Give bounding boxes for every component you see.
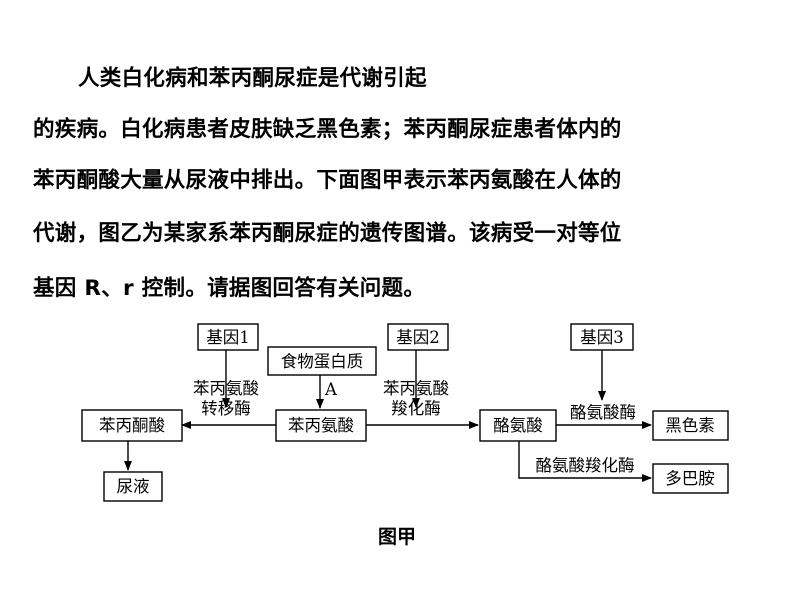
question-line-2: 的疾病。白化病患者皮肤缺乏黑色素；苯丙酮尿症患者体内的: [33, 117, 622, 142]
node-food-protein: 食物蛋白质: [267, 346, 377, 376]
node-gene1-label: 基因1: [206, 328, 250, 347]
node-food-protein-label: 食物蛋白质: [281, 352, 364, 371]
question-line-5: 基因 R、r 控制。请据图回答有关问题。: [33, 276, 426, 301]
edge-label-transaminase-1: 苯丙氨酸: [193, 379, 260, 398]
node-gene1: 基因1: [197, 323, 259, 351]
question-line-1: 人类白化病和苯丙酮尿症是代谢引起: [78, 66, 427, 91]
edge-label-a: A: [324, 380, 338, 399]
diagram-caption: 图甲: [378, 526, 416, 548]
node-melanin-label: 黑色素: [665, 416, 715, 435]
node-gene2-label: 基因2: [396, 328, 440, 347]
node-dopamine: 多巴胺: [652, 463, 729, 494]
node-urine: 尿液: [103, 471, 163, 502]
arrow-tyrosine-to-dopamine: [518, 441, 652, 482]
edge-label-hydroxylase-2: 羧化酶: [391, 399, 441, 418]
question-line-4: 代谢，图乙为某家系苯丙酮尿症的遗传图谱。该病受一对等位: [33, 221, 622, 246]
question-line-3: 苯丙酮酸大量从尿液中排出。下面图甲表示苯丙氨酸在人体的: [33, 168, 622, 193]
node-gene2: 基因2: [387, 323, 449, 351]
node-tyrosine: 酪氨酸: [479, 409, 557, 442]
edge-label-transaminase-2: 转移酶: [201, 399, 251, 418]
edge-label-hydroxylase-1: 苯丙氨酸: [383, 379, 450, 398]
node-phenylpyruvic-acid: 苯丙酮酸: [81, 409, 183, 442]
edge-label-tyrosine-carboxylase: 酪氨酸羧化酶: [536, 456, 635, 475]
node-gene3-label: 基因3: [580, 328, 624, 347]
diagram-edges: [124, 350, 652, 482]
node-dopamine-label: 多巴胺: [665, 469, 715, 488]
node-tyrosine-label: 酪氨酸: [493, 416, 543, 435]
node-phenylpyruvic-label: 苯丙酮酸: [99, 416, 166, 435]
node-gene3: 基因3: [570, 323, 634, 351]
edge-label-tyrosinase: 酪氨酸酶: [570, 403, 636, 422]
node-urine-label: 尿液: [117, 477, 150, 496]
node-phenylalanine-label: 苯丙氨酸: [288, 416, 355, 435]
node-melanin: 黑色素: [652, 410, 729, 441]
node-phenylalanine: 苯丙氨酸: [275, 409, 367, 442]
